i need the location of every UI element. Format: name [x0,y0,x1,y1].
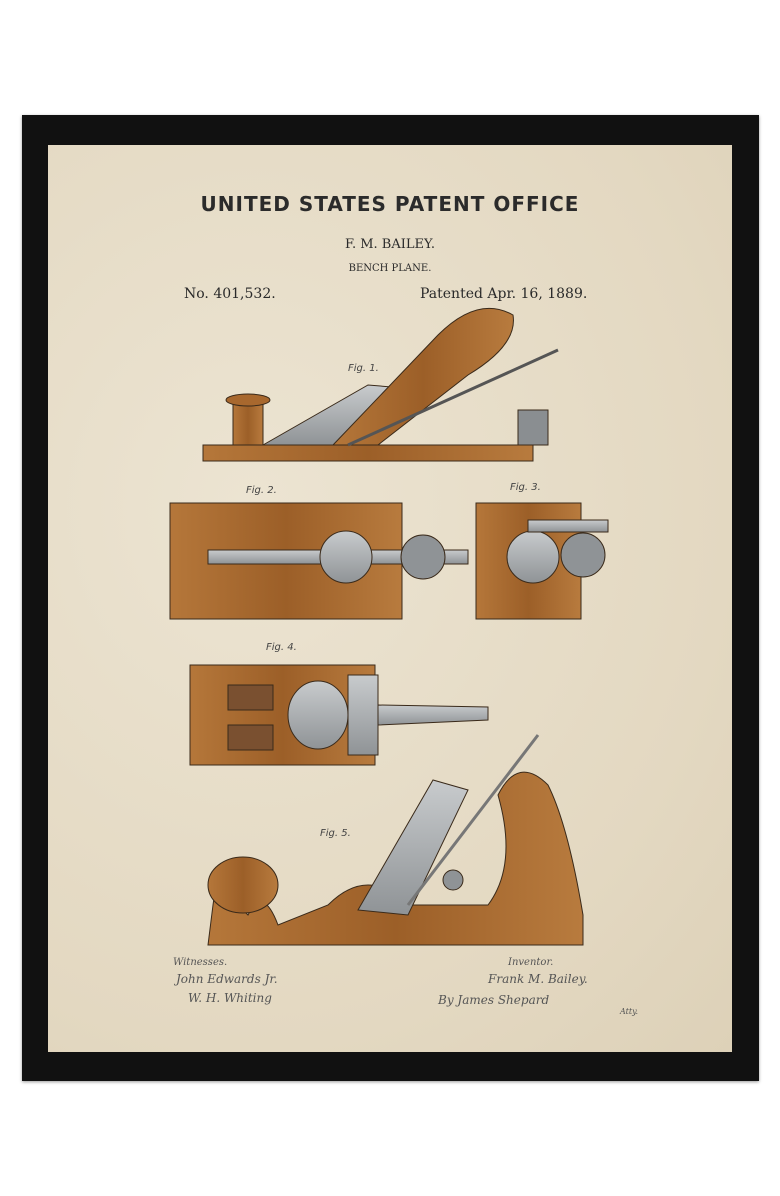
figure-4-label: Fig. 4. [266,642,297,653]
document-title: UNITED STATES PATENT OFFICE [200,192,580,216]
figure-3-drawing [475,502,609,620]
inventor-signature: Frank M. Bailey. [488,972,588,986]
witness-signature-2: W. H. Whiting [188,991,272,1005]
figure-1-label: Fig. 1. [348,363,379,374]
figure-2-label: Fig. 2. [246,485,277,496]
witnesses-label: Witnesses. [173,957,228,968]
inventor-label: Inventor. [508,957,554,968]
figure-5-drawing [207,734,584,946]
invention-subject: BENCH PLANE. [348,263,432,274]
attorney-signature: By James Shepard [438,993,550,1007]
patent-date: Patented Apr. 16, 1889. [420,286,588,302]
patent-number: No. 401,532. [184,286,276,302]
figure-5-label: Fig. 5. [320,828,351,839]
figure-4-drawing [189,664,489,766]
patent-drawings [169,307,609,946]
attorney-suffix: Atty. [620,1007,639,1016]
picture-frame: UNITED STATES PATENT OFFICE F. M. BAILEY… [22,115,759,1081]
figure-2-drawing [169,502,469,620]
figure-3-label: Fig. 3. [510,482,541,493]
figure-1-drawing [202,307,559,462]
patent-print: UNITED STATES PATENT OFFICE F. M. BAILEY… [48,145,732,1052]
inventor-heading: F. M. BAILEY. [344,237,436,252]
witness-signature-1: John Edwards Jr. [176,972,278,986]
